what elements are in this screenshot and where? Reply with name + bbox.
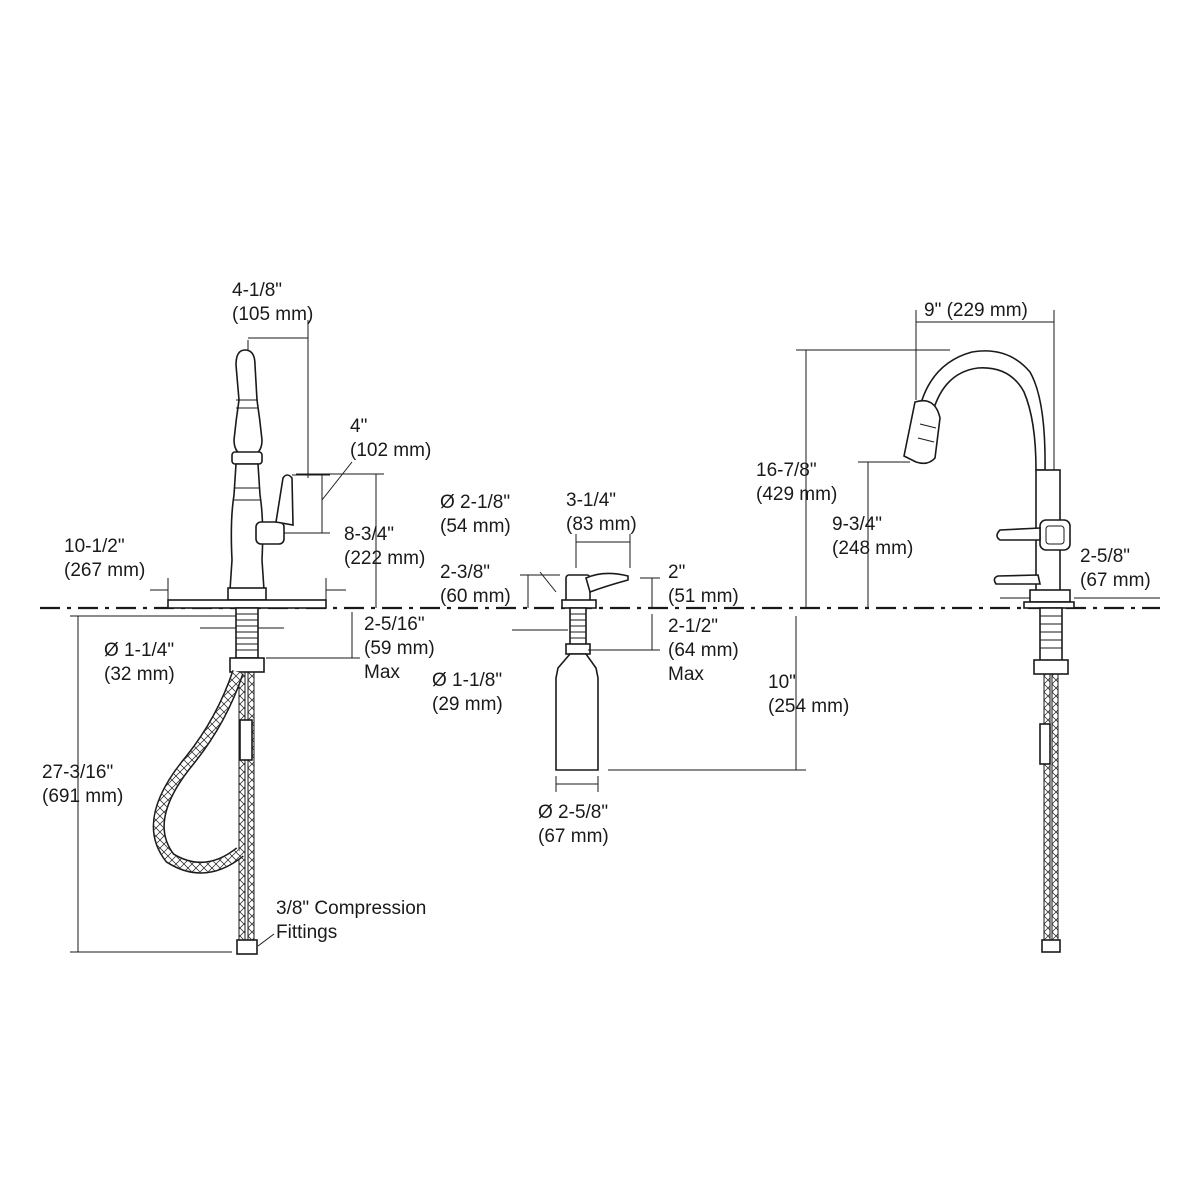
fittings-label-line2: Fittings: [276, 922, 337, 943]
faucet-front-dimensions: [70, 320, 384, 953]
dimension-labels: 4-1/8" (105 mm) 4" (102 mm) 8-3/4" (222 …: [42, 280, 1151, 943]
soap-head-diameter-mm: (54 mm): [440, 516, 511, 537]
soap-deck-max-in: 2-1/2": [668, 616, 718, 637]
soap-shank-diameter-in: Ø 1-1/8": [432, 670, 502, 691]
soap-pump-height-in: 2": [668, 562, 685, 583]
soap-shank-diameter-mm: (29 mm): [432, 694, 503, 715]
escutcheon-width-in: 10-1/2": [64, 536, 125, 557]
base-diameter-in: 2-5/8": [1080, 546, 1130, 567]
side-spout-reach: 9" (229 mm): [924, 300, 1028, 321]
soap-deck-max-note: Max: [668, 664, 704, 685]
fittings-label-line1: 3/8" Compression: [276, 898, 426, 919]
handle-top-height-mm: (222 mm): [344, 548, 425, 569]
soap-deck-max-mm: (64 mm): [668, 640, 739, 661]
soap-head-diameter-in: Ø 2-1/8": [440, 492, 510, 513]
escutcheon-width-mm: (267 mm): [64, 560, 145, 581]
shank-diameter-in: Ø 1-1/4": [104, 640, 174, 661]
bottle-depth-in: 10": [768, 672, 796, 693]
soap-pump-height-mm: (51 mm): [668, 586, 739, 607]
soap-head-height-mm: (60 mm): [440, 586, 511, 607]
soap-dispenser: [555, 572, 629, 771]
faucet-side-dimensions: [796, 310, 1160, 608]
shank-threads: [236, 613, 258, 651]
soap-pump-reach-mm: (83 mm): [566, 514, 637, 535]
spout-reach-mm: (105 mm): [232, 304, 313, 325]
bottle-diameter-in: Ø 2-5/8": [538, 802, 608, 823]
spout-clearance-in: 9-3/4": [832, 514, 882, 535]
deck-max-note: Max: [364, 662, 400, 683]
handle-height-mm: (102 mm): [350, 440, 431, 461]
faucet-side-view: [903, 350, 1075, 953]
bottle-diameter-mm: (67 mm): [538, 826, 609, 847]
overall-height-in: 16-7/8": [756, 460, 817, 481]
spout-clearance-mm: (248 mm): [832, 538, 913, 559]
spout-reach-in: 4-1/8": [232, 280, 282, 301]
supply-line: [247, 671, 255, 951]
deck-max-in: 2-5/16": [364, 614, 425, 635]
soap-pump-reach-in: 3-1/4": [566, 490, 616, 511]
handle-top-height-in: 8-3/4": [344, 524, 394, 545]
soap-head-height-in: 2-3/8": [440, 562, 490, 583]
handle-height-in: 4": [350, 416, 367, 437]
supply-length-mm: (691 mm): [42, 786, 123, 807]
supply-line: [238, 671, 246, 951]
overall-height-mm: (429 mm): [756, 484, 837, 505]
supply-length-in: 27-3/16": [42, 762, 113, 783]
bottle-depth-mm: (254 mm): [768, 696, 849, 717]
base-diameter-mm: (67 mm): [1080, 570, 1151, 591]
soap-dispenser-dimensions: [512, 534, 806, 792]
shank-diameter-mm: (32 mm): [104, 664, 175, 685]
soap-bottle: [555, 653, 599, 771]
deck-max-mm: (59 mm): [364, 638, 435, 659]
faucet-front-view: [152, 349, 327, 955]
